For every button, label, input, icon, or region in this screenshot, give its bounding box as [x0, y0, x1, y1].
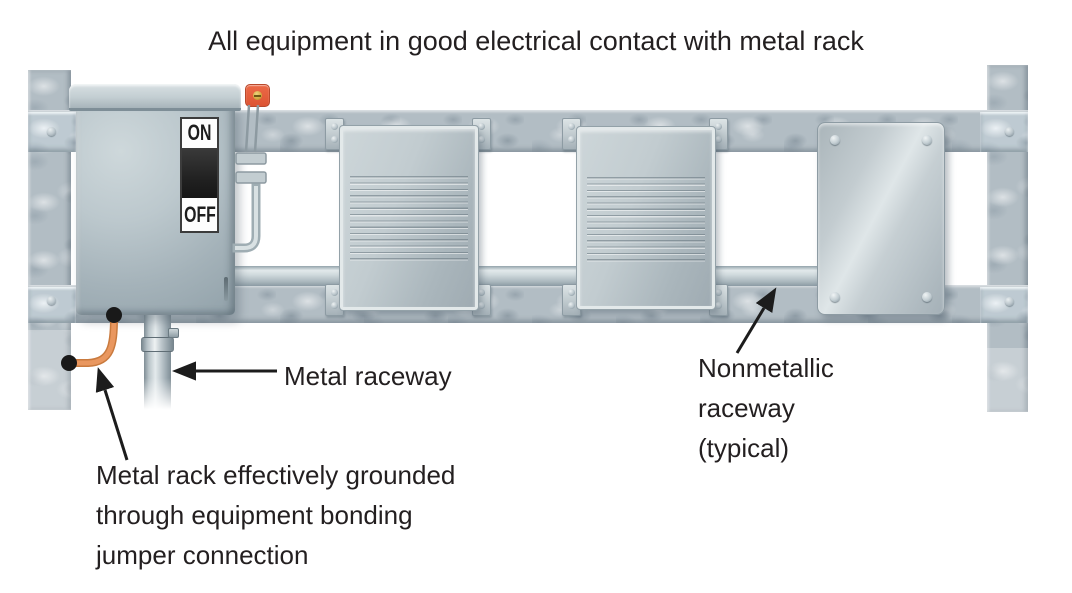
conduit-setscrew: [168, 328, 179, 338]
louvered-panel-1: [339, 125, 479, 311]
switch-box-lid: [69, 84, 241, 111]
screw: [830, 135, 840, 145]
door-latch-slit: [224, 277, 228, 301]
rivet: [1005, 127, 1014, 136]
rack-post-right-fade: [987, 348, 1028, 412]
louvered-panel-2: [576, 126, 716, 310]
screw: [830, 292, 840, 302]
label-nonmetallic-raceway: Nonmetallic raceway (typical): [698, 353, 834, 463]
arrow-bonding-jumper: [95, 367, 129, 461]
screw: [922, 135, 932, 145]
label-metal-raceway: Metal raceway: [284, 361, 452, 391]
switch-on-label: ON: [187, 120, 212, 146]
rivet: [1005, 297, 1014, 306]
rivet: [47, 296, 56, 305]
rail-endcap: [980, 287, 1028, 323]
blank-panel: [817, 122, 945, 315]
panel-louvers: [587, 174, 705, 262]
screw: [922, 292, 932, 302]
label-bonding-jumper: Metal rack effectively grounded through …: [96, 460, 456, 570]
figure-title: All equipment in good electrical contact…: [208, 26, 864, 56]
rivet: [47, 127, 56, 136]
switch-off-label: OFF: [183, 201, 216, 227]
panel-louvers: [350, 173, 468, 261]
conduit-coupling: [141, 337, 174, 352]
rail-endcap: [28, 287, 76, 323]
conduit-fade: [142, 378, 173, 415]
switch-handle-orange: [245, 84, 270, 107]
rail-endcap: [28, 112, 76, 152]
rail-endcap: [980, 112, 1028, 152]
handle-screw-slot: [254, 94, 261, 97]
rack-post-left-fade: [28, 330, 71, 410]
switch-handle-black: [182, 147, 217, 199]
nonmetallic-raceway-tube: [228, 266, 828, 286]
switch-plate: ON OFF: [180, 117, 219, 233]
